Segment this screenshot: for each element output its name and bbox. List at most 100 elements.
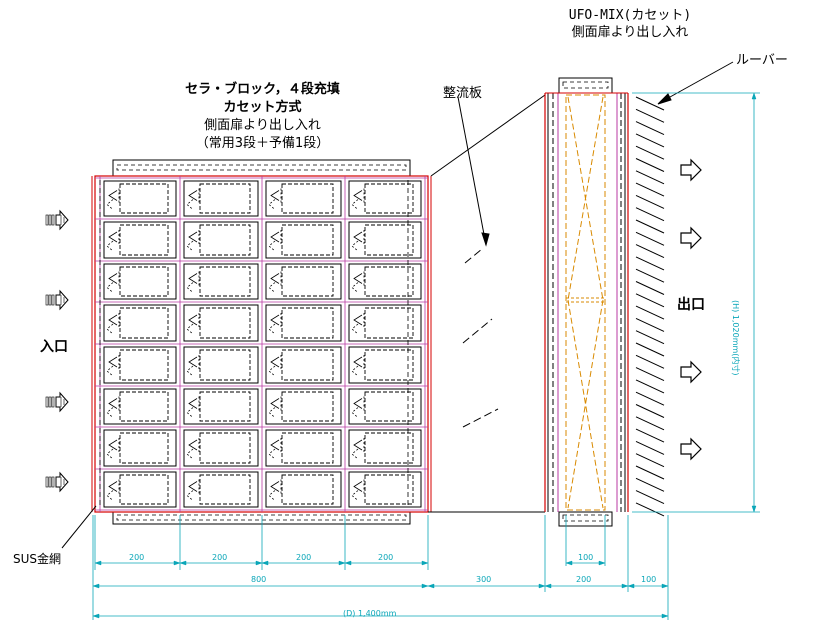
cell-inner bbox=[119, 349, 169, 381]
cell-inner bbox=[364, 474, 414, 505]
cell-chevron-2 bbox=[268, 240, 276, 252]
cell-chevron bbox=[188, 356, 198, 368]
block-title-line2: カセット方式 bbox=[223, 100, 302, 115]
cell-chevron-2 bbox=[351, 282, 359, 293]
straightening-plate-leader bbox=[457, 96, 487, 246]
cell-outer bbox=[183, 180, 259, 217]
inlet-arrow-2-bar bbox=[45, 294, 49, 306]
inlet-arrow-3-bar bbox=[45, 396, 49, 408]
dim-block-total: 800 bbox=[251, 575, 267, 584]
cell-outer bbox=[103, 263, 177, 300]
cell-outer bbox=[348, 263, 422, 300]
dim-line-cell-3-head-l bbox=[261, 560, 269, 566]
louver-blade bbox=[635, 428, 665, 443]
cell-outer bbox=[348, 471, 422, 508]
cell-outer bbox=[265, 304, 342, 342]
outlet-arrow-2 bbox=[680, 226, 702, 250]
straightening-plate-leader-head bbox=[481, 232, 490, 247]
louver-blade bbox=[635, 330, 665, 345]
cell-inner bbox=[281, 432, 334, 464]
louver-blade bbox=[635, 108, 665, 123]
cell-chevron-2 bbox=[268, 490, 276, 501]
dim-cell-1: 200 bbox=[129, 553, 145, 562]
cell-chevron bbox=[270, 231, 280, 243]
cell-chevron-2 bbox=[186, 490, 194, 501]
dim-line-inner-head-r bbox=[598, 560, 606, 566]
cell-inner bbox=[364, 224, 414, 256]
outlet-arrow-1 bbox=[680, 158, 702, 182]
louver-blade bbox=[635, 317, 665, 332]
cell-chevron bbox=[108, 190, 118, 201]
cell-inner bbox=[364, 183, 414, 214]
dim-line-ufo-head-r bbox=[621, 583, 629, 589]
cell-chevron bbox=[270, 190, 280, 201]
cell-chevron bbox=[270, 481, 280, 492]
cell-inner bbox=[119, 391, 169, 422]
cell-outer bbox=[103, 429, 177, 467]
cell-inner bbox=[281, 266, 334, 297]
cell-chevron-2 bbox=[106, 240, 114, 252]
cell-chevron-2 bbox=[186, 282, 194, 293]
dim-cell-4: 200 bbox=[378, 553, 394, 562]
cell-chevron-2 bbox=[186, 323, 194, 335]
cell-chevron-2 bbox=[268, 407, 276, 418]
dim-line-cell-2-head-l bbox=[179, 560, 187, 566]
block-title-line1: セラ・ブロック，４段充填 bbox=[185, 82, 340, 97]
cell-inner bbox=[281, 391, 334, 422]
cell-outer bbox=[265, 263, 342, 300]
louver-blade bbox=[635, 194, 665, 209]
cassette-cells bbox=[103, 180, 422, 508]
louver-blade bbox=[635, 145, 665, 160]
cell-chevron-2 bbox=[351, 199, 359, 210]
inlet-arrow-3-bar bbox=[51, 396, 55, 408]
cell-chevron bbox=[108, 231, 118, 243]
louver-blade bbox=[635, 268, 665, 283]
cell-chevron bbox=[353, 439, 363, 451]
ufo-bottom-handle bbox=[558, 511, 613, 527]
cell-chevron bbox=[270, 273, 280, 284]
dim-line-cell-2-head-r bbox=[255, 560, 263, 566]
ufo-x2 bbox=[567, 96, 604, 301]
cell-inner bbox=[281, 349, 334, 381]
cell-outer bbox=[348, 429, 422, 467]
inlet-arrow-1-bar bbox=[48, 214, 52, 226]
cell-inner bbox=[199, 474, 251, 505]
cell-outer bbox=[265, 180, 342, 217]
cell-outer bbox=[348, 388, 422, 425]
block-title-line3: 側面扉より出し入れ bbox=[204, 118, 321, 133]
louver-blade bbox=[635, 440, 665, 455]
louver-blade bbox=[635, 367, 665, 382]
inlet-arrow-1-bar bbox=[45, 214, 49, 226]
inlet-arrow-2 bbox=[55, 289, 69, 311]
cell-chevron-2 bbox=[351, 407, 359, 418]
louver-blade bbox=[635, 490, 665, 505]
louver-blade bbox=[635, 158, 665, 172]
cell-chevron-2 bbox=[268, 365, 276, 377]
cell-outer bbox=[183, 304, 259, 342]
inlet-label: 入口 bbox=[40, 339, 68, 355]
dim-line-block-total-head-r bbox=[421, 583, 429, 589]
louver-blade bbox=[635, 404, 665, 418]
cell-chevron bbox=[188, 190, 198, 201]
cell-inner bbox=[364, 307, 414, 339]
cell-chevron bbox=[108, 481, 118, 492]
dim-overall: (D) 1,400mm bbox=[343, 609, 397, 618]
cell-chevron-2 bbox=[106, 490, 114, 501]
cell-inner bbox=[119, 266, 169, 297]
dim-cell-2: 200 bbox=[212, 553, 228, 562]
dim-line-gap-head-l bbox=[427, 583, 435, 589]
louver-blade bbox=[635, 133, 665, 148]
cell-outer bbox=[348, 304, 422, 342]
cell-inner bbox=[281, 474, 334, 505]
cell-inner bbox=[199, 183, 251, 214]
louver-leader-head bbox=[657, 93, 672, 105]
ufo-inner-box bbox=[565, 94, 606, 511]
louver-blade bbox=[635, 391, 665, 406]
dim-line-height-head-b bbox=[751, 505, 757, 513]
duct-top-line bbox=[430, 94, 546, 177]
louver-blade bbox=[635, 219, 665, 234]
cell-chevron bbox=[188, 481, 198, 492]
dim-line-overall-head-l bbox=[92, 613, 100, 619]
dim-line-height-head-t bbox=[751, 92, 757, 100]
ufo-mix-unit bbox=[544, 77, 629, 527]
